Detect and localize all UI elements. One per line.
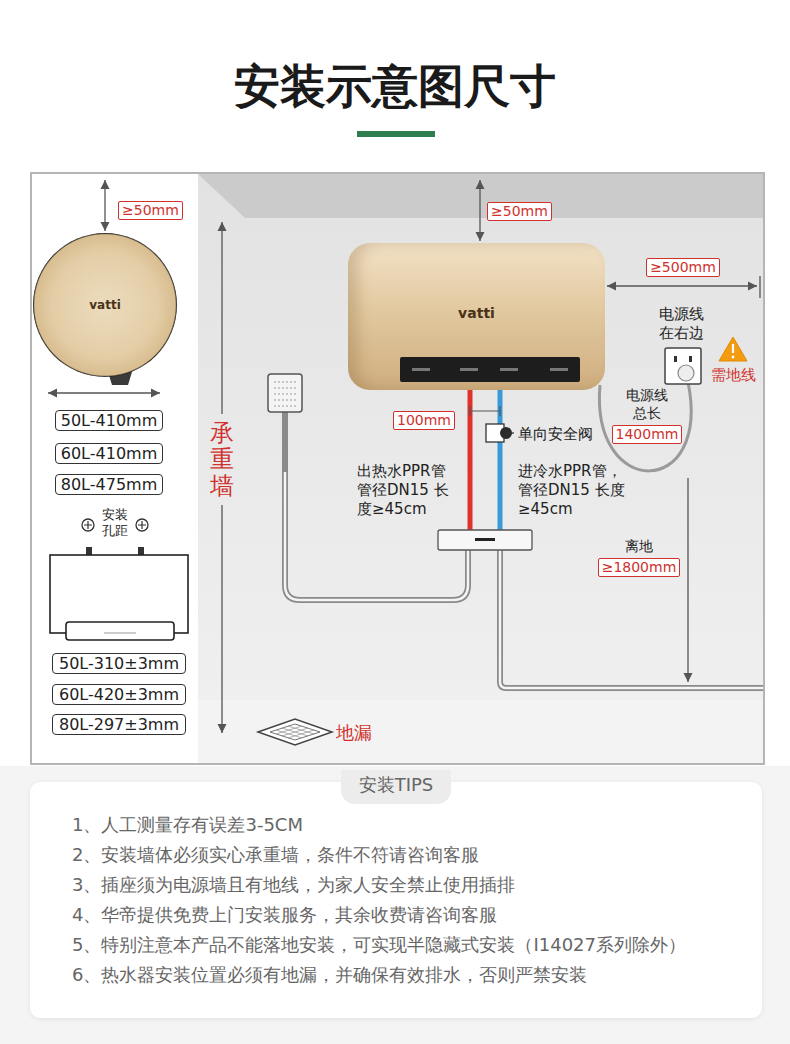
dimension-box: 100mm <box>393 411 455 430</box>
node-text: vatti <box>348 305 605 321</box>
dimension-arrow <box>104 180 105 231</box>
dimension-box: ≥50mm <box>118 201 183 220</box>
control-panel <box>400 357 580 382</box>
panel-mark <box>550 368 568 371</box>
valve-label: 单向安全阀 <box>518 425 593 444</box>
heater-back-view <box>50 547 188 640</box>
size-box: 60L-410mm <box>55 443 163 464</box>
node-text: 100mm <box>397 412 451 429</box>
dimension-line <box>221 222 222 414</box>
page-title: 安装示意图尺寸 <box>0 56 790 116</box>
node-text: ≥500mm <box>650 259 716 276</box>
node-text: 50L-310±3mm <box>58 654 180 673</box>
inlet-pipe <box>500 550 763 688</box>
inlet-pipe <box>500 550 763 688</box>
size-box: 50L-410mm <box>55 410 163 431</box>
floor <box>198 700 763 763</box>
hole-spacing-label: 安装 孔距 <box>100 507 130 539</box>
dimension-line <box>221 505 222 733</box>
node-text: ≥1800mm <box>598 558 681 577</box>
node-text: 1400mm <box>612 425 683 444</box>
dimension-arrow <box>479 180 480 241</box>
warning-symbol <box>719 337 747 361</box>
power-cord <box>599 382 691 471</box>
dimension-tick <box>759 276 760 298</box>
tip-line: 1、人工测量存有误差3-5CM <box>72 810 762 840</box>
dimension-callout: 离地 ≥1800mm <box>598 537 681 577</box>
mixing-valve <box>438 530 532 550</box>
dimension-line <box>687 478 688 682</box>
node-text: vatti <box>89 298 121 312</box>
wall <box>198 174 763 763</box>
node-text: 电源线 总长 <box>622 386 672 422</box>
tip-line: 6、热水器安装位置必须有地漏，并确保有效排水，否则严禁安装 <box>72 960 762 990</box>
dimension-bracket <box>470 406 500 416</box>
diagram-panel <box>31 173 764 764</box>
node-text: 60L-420±3mm <box>58 685 180 704</box>
heater-side-view: vatti <box>33 233 177 377</box>
cord-label: 电源线 在右边 <box>656 305 706 343</box>
tip-line: 4、华帝提供免费上门安装服务，其余收费请咨询客服 <box>72 900 762 930</box>
panel-mark <box>460 368 478 371</box>
wall-socket <box>665 348 701 384</box>
node-text: 60L-410mm <box>61 444 157 463</box>
pipe-label: 出热水PPR管 管径DN15 长度≥45cm <box>357 462 457 519</box>
tip-line: 2、安装墙体必须实心承重墙，条件不符请咨询客服 <box>72 840 762 870</box>
node-text: 离地 <box>614 537 664 555</box>
node-text: 80L-297±3mm <box>58 715 180 734</box>
panel-mark <box>500 368 518 371</box>
dimension-box: ≥50mm <box>487 202 552 221</box>
shower-head <box>268 374 302 472</box>
water-heater: vatti <box>348 243 605 390</box>
dimension-arrow <box>48 392 160 393</box>
safety-valve <box>486 424 514 442</box>
pipe-label: 进冷水PPR管， 管径DN15 长度≥45cm <box>518 462 628 519</box>
size-box: 80L-297±3mm <box>52 714 186 735</box>
node-text: ≥50mm <box>491 203 548 220</box>
dimension-box: ≥500mm <box>646 258 720 277</box>
tip-line: 3、插座须为电源墙且有地线，为家人安全禁止使用插排 <box>72 870 762 900</box>
size-box: 60L-420±3mm <box>52 684 186 705</box>
size-box: 50L-310±3mm <box>52 653 186 674</box>
drain-label: 地漏 <box>336 721 372 744</box>
title-underline <box>357 131 435 137</box>
tips-panel: 安装TIPS1、人工测量存有误差3-5CM2、安装墙体必须实心承重墙，条件不符请… <box>30 782 762 1018</box>
size-box: 80L-475mm <box>55 474 163 495</box>
wall-label: 承重墙 <box>210 420 234 499</box>
dimension-arrow <box>607 285 757 286</box>
tips-heading: 安装TIPS <box>341 770 452 804</box>
node-text: 80L-475mm <box>61 475 157 494</box>
node-text: 50L-410mm <box>61 411 157 430</box>
node-text: ≥50mm <box>122 202 179 219</box>
warning-label: 需地线 <box>711 366 756 385</box>
floor-drain <box>258 719 332 745</box>
tips-ground <box>0 766 790 1044</box>
panel-mark <box>412 368 430 371</box>
dimension-callout: 电源线 总长 1400mm <box>612 386 683 444</box>
tip-line: 5、特别注意本产品不能落地安装，可实现半隐藏式安装（I14027系列除外） <box>72 930 762 960</box>
